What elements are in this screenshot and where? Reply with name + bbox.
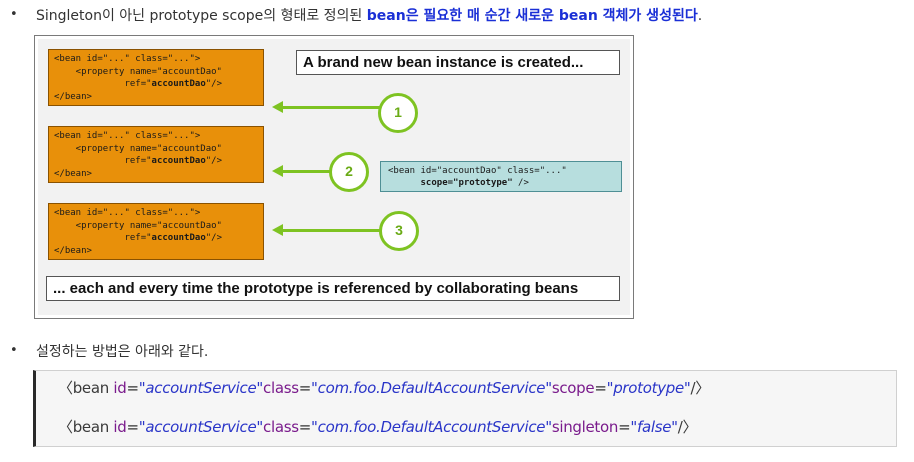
- prototype-line: <bean id="accountDao" class="...": [388, 166, 567, 176]
- intro-sentence: Singleton이 아닌 prototype scope의 형태로 정의된 b…: [36, 5, 702, 25]
- bean-line: <property name="accountDao": [54, 220, 222, 231]
- bean-line: </bean>: [54, 168, 92, 179]
- bean-line: ref=": [54, 233, 152, 243]
- code-value: "accountService": [138, 379, 264, 397]
- arrow-2: [272, 165, 330, 177]
- diagram-title-top: A brand new bean instance is created...: [296, 50, 620, 75]
- bean-line: "/>: [205, 79, 222, 89]
- bean-line: </bean>: [54, 91, 92, 102]
- bean-line: <bean id="..." class="...">: [54, 208, 201, 218]
- prototype-scope-diagram: <bean id="..." class="..."> <property na…: [34, 35, 634, 319]
- step-2-circle: 2: [329, 152, 369, 192]
- code-tag-close: /〉: [677, 418, 698, 436]
- diagram-canvas: <bean id="..." class="..."> <property na…: [38, 39, 630, 315]
- code-value: "false": [630, 418, 678, 436]
- code-attr: singleton: [551, 418, 619, 436]
- bullet: •: [10, 7, 18, 22]
- bean-definition-2: <bean id="..." class="..."> <property na…: [48, 126, 264, 183]
- bean-ref: accountDao: [151, 79, 206, 89]
- prototype-line: [388, 178, 421, 188]
- bean-line: <property name="accountDao": [54, 66, 222, 77]
- code-attr: class: [263, 379, 299, 397]
- code-value: "prototype": [606, 379, 691, 397]
- prototype-line: />: [512, 178, 529, 188]
- code-attr: class: [263, 418, 299, 436]
- diagram-title-bottom: ... each and every time the prototype is…: [46, 276, 620, 301]
- step-3-circle: 3: [379, 211, 419, 251]
- arrow-1: [272, 101, 380, 113]
- code-value: "com.foo.DefaultAccountService": [311, 418, 552, 436]
- bean-line: "/>: [205, 233, 222, 243]
- code-value: "accountService": [138, 418, 264, 436]
- code-block: 〈bean id="accountService"class="com.foo.…: [33, 370, 897, 447]
- code-eq: =: [594, 379, 607, 397]
- bean-line: <bean id="..." class="...">: [54, 54, 201, 64]
- step-1-circle: 1: [378, 93, 418, 133]
- bean-line: <bean id="..." class="...">: [54, 131, 201, 141]
- bean-line: <property name="accountDao": [54, 143, 222, 154]
- arrow-3: [272, 224, 380, 236]
- code-attr: id: [113, 379, 127, 397]
- bullet: •: [10, 343, 18, 358]
- code-tag-open: 〈bean: [58, 418, 114, 436]
- code-line-1: 〈bean id="accountService"class="com.foo.…: [58, 377, 710, 398]
- bean-line: ref=": [54, 156, 152, 166]
- code-eq: =: [126, 379, 140, 397]
- bean-line: </bean>: [54, 245, 92, 256]
- code-eq: =: [618, 418, 631, 436]
- prototype-bean-definition: <bean id="accountDao" class="..." scope=…: [380, 161, 622, 192]
- code-value: "com.foo.DefaultAccountService": [311, 379, 552, 397]
- code-eq: =: [298, 379, 312, 397]
- code-attr: id: [113, 418, 127, 436]
- code-eq: =: [126, 418, 140, 436]
- config-intro: 설정하는 방법은 아래와 같다.: [36, 344, 209, 360]
- code-tag-open: 〈bean: [58, 379, 114, 397]
- bean-line: "/>: [205, 156, 222, 166]
- code-attr: scope: [551, 379, 595, 397]
- code-tag-close: /〉: [690, 379, 711, 397]
- code-eq: =: [298, 418, 312, 436]
- bean-definition-3: <bean id="..." class="..."> <property na…: [48, 203, 264, 260]
- code-line-2: 〈bean id="accountService"class="com.foo.…: [58, 416, 698, 437]
- intro-highlight: bean은 필요한 매 순간 새로운 bean 객체가 생성된다: [366, 8, 698, 24]
- prototype-scope-attr: scope="prototype": [420, 178, 513, 188]
- intro-text: Singleton이 아닌 prototype scope의 형태로 정의된: [36, 8, 367, 24]
- bean-definition-1: <bean id="..." class="..."> <property na…: [48, 49, 264, 106]
- intro-period: .: [697, 8, 703, 24]
- bean-line: ref=": [54, 79, 152, 89]
- bean-ref: accountDao: [151, 156, 206, 166]
- bean-ref: accountDao: [151, 233, 206, 243]
